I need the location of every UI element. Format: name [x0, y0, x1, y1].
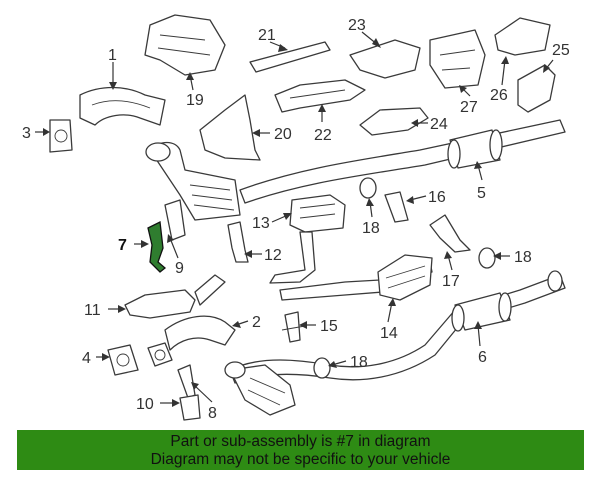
heat-shield-26	[494, 17, 551, 56]
callout-19: 19	[186, 92, 204, 109]
callout-23: 23	[348, 17, 366, 34]
exhaust-pipe-rear	[279, 254, 433, 301]
rubber-hanger-18a	[359, 177, 377, 199]
heat-shield-21	[249, 41, 331, 73]
heat-shield-23	[349, 39, 421, 79]
callout-27: 27	[460, 99, 478, 116]
rubber-hanger-18c	[313, 357, 331, 379]
callout-10: 10	[136, 396, 154, 413]
bracket-17	[429, 214, 471, 253]
callout-13: 13	[252, 215, 270, 232]
callout-26: 26	[490, 87, 508, 104]
callout-12: 12	[264, 247, 282, 264]
callout-11: 11	[84, 302, 101, 319]
callout-6: 6	[478, 349, 487, 366]
gasket-4	[107, 344, 139, 376]
bracket-12	[227, 221, 249, 263]
catalytic-converter-rear	[224, 361, 296, 416]
callout-14: 14	[380, 325, 398, 342]
heat-shield-19	[144, 14, 226, 76]
callout-21: 21	[258, 27, 276, 44]
callout-18a: 18	[362, 220, 380, 237]
callout-9: 9	[175, 260, 184, 277]
exhaust-pipe-lower	[229, 270, 566, 384]
callout-20: 20	[274, 126, 292, 143]
callout-17: 17	[442, 273, 460, 290]
bracket-8	[177, 364, 196, 399]
flange	[147, 342, 173, 367]
callout-labels: 1 2 3 4 5 6 7 8 9 10 11 12 13 14 15 16 1…	[22, 17, 570, 422]
callout-15: 15	[320, 318, 338, 335]
exhaust-pipe-upper	[239, 119, 566, 204]
exhaust-parts-diagram: 1 2 3 4 5 6 7 8 9 10 11 12 13 14 15 16 1…	[22, 14, 570, 422]
gasket-3	[49, 119, 73, 153]
highlighted-part-7	[147, 221, 167, 273]
callout-22: 22	[314, 127, 332, 144]
callout-1: 1	[108, 47, 117, 64]
bracket-15	[281, 311, 306, 343]
callout-leaders	[35, 31, 554, 407]
heat-shield-27	[429, 29, 486, 89]
heat-shield-24	[359, 107, 429, 136]
rubber-hanger-18b	[478, 247, 496, 269]
notice-line-2: Diagram may not be specific to your vehi…	[150, 451, 451, 468]
notice-banner: Part or sub-assembly is #7 in diagram Di…	[17, 430, 584, 470]
catalytic-converter-front	[145, 141, 241, 221]
pipe-2	[164, 315, 236, 351]
callout-25: 25	[552, 42, 570, 59]
bracket-9	[164, 199, 186, 241]
bracket-16	[384, 191, 409, 223]
callout-7: 7	[118, 237, 127, 254]
notice-line-1: Part or sub-assembly is #7 in diagram	[170, 433, 431, 450]
bracket-10	[179, 394, 201, 421]
heat-shield-25	[517, 64, 556, 113]
callout-4: 4	[82, 350, 91, 367]
callout-8: 8	[208, 405, 217, 422]
callout-24: 24	[430, 116, 448, 133]
heat-shield-1	[79, 86, 166, 126]
muffler-13	[269, 194, 346, 284]
callout-5: 5	[477, 185, 486, 202]
heat-shield-22	[274, 79, 366, 113]
callout-2: 2	[252, 314, 261, 331]
catalytic-converter-11	[124, 274, 226, 319]
callout-18c: 18	[350, 354, 368, 371]
callout-18b: 18	[514, 249, 532, 266]
callout-3: 3	[22, 125, 31, 142]
callout-16: 16	[428, 189, 446, 206]
heat-shield-20	[199, 94, 261, 161]
